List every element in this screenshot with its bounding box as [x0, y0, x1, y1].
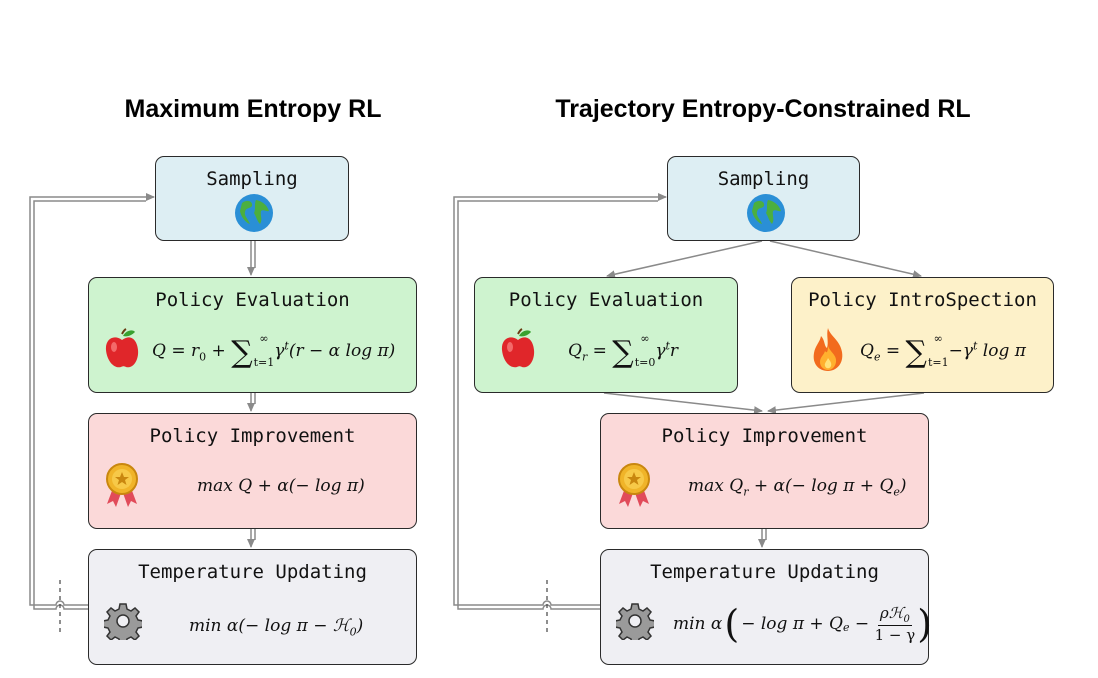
left-temperature-formula: min α(− log π − ℋ0)	[189, 616, 363, 638]
right-title: Trajectory Entropy-Constrained RL	[555, 95, 971, 123]
right-improvement-formula: max Qr + α(− log π + Qe)	[688, 476, 907, 498]
f-sub: t=0	[634, 356, 656, 369]
i-a: max Q	[688, 476, 744, 496]
tt-a: min α	[673, 614, 723, 634]
improvement-heading: Policy Improvement	[149, 425, 356, 447]
f-d: log π	[977, 341, 1026, 361]
i-a-sub: r	[743, 485, 749, 499]
right-introspection-formula: Qe = ∑∞t=1−γt log π	[860, 332, 1026, 371]
i-b: + α(− log π + Q	[748, 476, 894, 496]
f-a-sub: 0	[199, 350, 207, 364]
tt-num-sub: 0	[903, 614, 910, 625]
evaluation-heading: Policy Evaluation	[155, 289, 350, 311]
left-sampling-box: Sampling	[155, 156, 349, 241]
f-c: γ	[274, 341, 285, 361]
globe-icon	[747, 194, 785, 232]
f-sub: t=1	[927, 356, 949, 369]
sampling-heading: Sampling	[206, 168, 298, 190]
f-c: −γ	[948, 341, 973, 361]
introspection-heading: Policy IntroSpection	[808, 289, 1037, 311]
evaluation-heading: Policy Evaluation	[508, 289, 704, 311]
f-c-sup: t	[284, 339, 289, 353]
right-introspection-box: Policy IntroSpection Qe = ∑∞t=1−γt log π	[791, 277, 1054, 393]
f-c-sup: t	[972, 339, 978, 353]
f-sup: ∞	[933, 332, 943, 345]
medal-icon	[106, 463, 138, 507]
apple-icon	[501, 328, 535, 368]
f-sub: t=1	[253, 356, 275, 369]
f-a-sub: e	[873, 350, 881, 364]
t-sub: 0	[349, 625, 357, 639]
f-d: (r − α log π)	[288, 341, 396, 361]
left-title: Maximum Entropy RL	[124, 95, 382, 123]
f-a-sub: r	[581, 350, 588, 364]
left-improvement-formula: max Q + α(− log π)	[197, 476, 365, 496]
left-temperature-box: Temperature Updating min α(− log π − ℋ0)	[88, 549, 417, 665]
temperature-heading: Temperature Updating	[650, 561, 879, 583]
f-b: =	[587, 341, 613, 361]
globe-icon	[235, 194, 273, 232]
tt-c: −	[849, 614, 875, 634]
right-sampling-box: Sampling	[667, 156, 860, 241]
f-sup: ∞	[259, 332, 269, 345]
t-a: min α(− log π − ℋ	[189, 616, 350, 636]
i-b-sub: e	[893, 485, 900, 499]
f-c-sup: t	[665, 339, 670, 353]
sampling-heading: Sampling	[717, 168, 810, 190]
i-c: )	[899, 476, 907, 496]
f-a: Q = r	[152, 341, 200, 361]
f-sup: ∞	[640, 332, 650, 345]
medal-icon	[618, 463, 650, 507]
f-b: +	[206, 341, 232, 361]
tt-den: 1 − γ	[874, 626, 916, 644]
f-a: Q	[568, 341, 582, 361]
right-temperature-box: Temperature Updating min α ( − log π + Q…	[600, 549, 933, 665]
tt-b-sub: e	[843, 621, 850, 634]
tt-b: − log π + Q	[741, 614, 843, 634]
temperature-heading: Temperature Updating	[138, 561, 367, 583]
fire-icon	[813, 328, 843, 371]
f-d: r	[669, 341, 679, 361]
f-b: =	[880, 341, 906, 361]
gear-icon	[616, 603, 654, 640]
tt-num: ρℋ	[879, 604, 904, 622]
apple-icon	[105, 328, 139, 368]
f-c: γ	[655, 341, 666, 361]
improvement-heading: Policy Improvement	[661, 425, 868, 447]
right-improvement-box: Policy Improvement max Qr + α(− log π + …	[600, 413, 929, 529]
left-improvement-box: Policy Improvement max Q + α(− log π)	[88, 413, 417, 529]
t-end: )	[356, 616, 364, 636]
f-a: Q	[860, 341, 874, 361]
gear-icon	[104, 603, 142, 640]
